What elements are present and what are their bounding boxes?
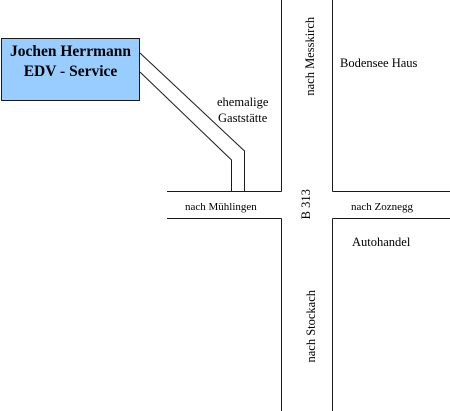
company-subtitle: EDV - Service (23, 63, 118, 80)
access-lane-right-edge (139, 52, 245, 192)
company-name: Jochen Herrmann (10, 43, 131, 60)
label-car-dealer: Autohandel (352, 235, 411, 249)
label-bodensee-haus: Bodensee Haus (340, 56, 418, 70)
label-road-north: nach Messkirch (302, 16, 317, 96)
label-road-main: B 313 (298, 189, 313, 220)
label-road-west: nach Mühlingen (185, 201, 257, 213)
label-old-inn-line2: Gaststätte (218, 111, 268, 125)
access-lane-left-edge (139, 71, 232, 192)
label-old-inn-line1: ehemalige (217, 95, 269, 109)
label-road-south: nach Stockach (303, 289, 318, 363)
company-box: Jochen Herrmann EDV - Service (1, 38, 140, 101)
label-road-east: nach Zoznegg (351, 201, 413, 213)
